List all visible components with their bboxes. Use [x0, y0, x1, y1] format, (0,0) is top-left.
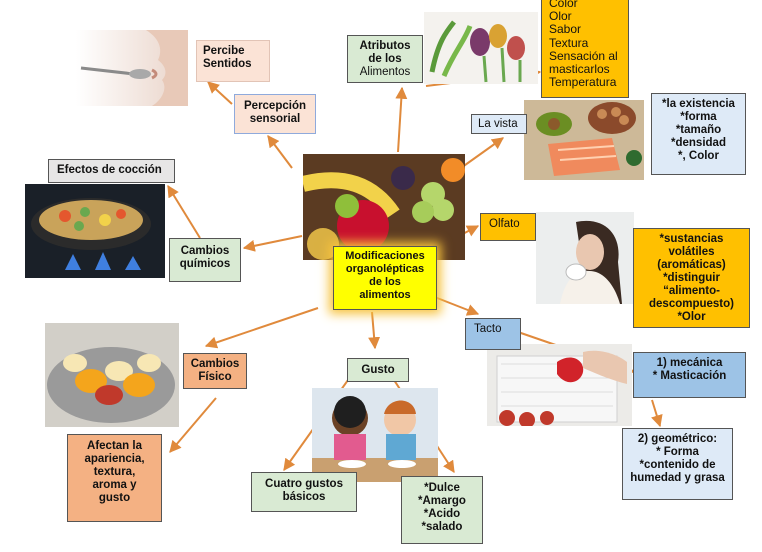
- central-node: Modificaciones organolépticas de los ali…: [333, 246, 437, 310]
- vista-existencia: *la existencia: [662, 98, 735, 110]
- olfato-alimento: “alimento-: [663, 285, 720, 297]
- fruits-center-image: [303, 154, 465, 260]
- salmon-avocado-image: [524, 100, 644, 180]
- sabor-acido: *Acido: [423, 508, 461, 520]
- sabor-dulce: *Dulce: [424, 482, 460, 494]
- afectan-line-4: aroma y: [92, 479, 137, 491]
- fruit-bowl-image: [45, 323, 179, 427]
- cambios-quimicos-line-1: Cambios: [180, 245, 230, 257]
- olfato-aromaticas: (aromáticas): [657, 259, 726, 271]
- central-line-4: alimentos: [359, 289, 411, 301]
- geometrico-box: 2) geométrico: * Forma *contenido de hum…: [622, 428, 733, 500]
- atributos-line-1: Atributos: [359, 40, 411, 52]
- olfato-distinguir: *distinguir: [663, 272, 720, 284]
- arrow-to-tacto: [431, 295, 480, 316]
- person-tasting-spoon-image: [76, 30, 188, 106]
- arrow-to-percibe: [207, 81, 233, 105]
- afectan-line-1: Afectan la: [87, 440, 142, 452]
- cuatro-gustos-box: Cuatro gustos básicos: [251, 472, 357, 512]
- arrow-to-cambios-fisico: [204, 307, 319, 349]
- cambios-fisico-box: Cambios Físico: [183, 353, 247, 389]
- percepcion-sensorial-box: Percepción sensorial: [234, 94, 316, 134]
- central-line-1: Modificaciones: [345, 250, 425, 262]
- la-vista-label: La vista: [478, 118, 518, 130]
- sabores-box: *Dulce *Amargo *Acido *salado: [401, 476, 483, 544]
- olfato-descompuesto: descompuesto): [649, 298, 734, 310]
- atributos-line-2: de los: [368, 53, 402, 65]
- vista-densidad: *densidad: [671, 137, 726, 149]
- cambios-fisico-line-2: Físico: [198, 371, 232, 383]
- cooking-pan-image: [25, 184, 165, 278]
- atributo-sensacion: Sensación al: [549, 48, 618, 63]
- afectan-line-3: textura,: [93, 466, 136, 478]
- vista-tamano: *tamaño: [675, 124, 722, 136]
- vista-color: *, Color: [678, 150, 719, 162]
- vegetables-image: [424, 12, 538, 84]
- vista-list-box: *la existencia *forma *tamaño *densidad …: [651, 93, 746, 175]
- cuatro-gustos-line-1: Cuatro gustos: [265, 478, 343, 490]
- percepcion-line-1: Percepción: [244, 100, 306, 112]
- olfato-label: Olfato: [489, 218, 520, 230]
- afectan-line-5: gusto: [98, 492, 131, 504]
- central-line-3: de los: [369, 276, 401, 288]
- gusto-box: Gusto: [347, 358, 409, 382]
- efectos-coccion-box: Efectos de cocción: [48, 159, 175, 183]
- olfato-list-box: *sustancias volátiles (aromáticas) *dist…: [633, 228, 750, 328]
- sabor-salado: *salado: [421, 521, 463, 533]
- sabor-amargo: *Amargo: [418, 495, 466, 507]
- atributos-list-box: Color Olor Sabor Textura Sensación al ma…: [541, 0, 629, 98]
- percibe-line-2: Sentidos: [203, 58, 252, 70]
- central-line-2: organolépticas: [345, 263, 425, 275]
- woman-smelling-image: [536, 212, 634, 304]
- mecanica-line-1: 1) mecánica: [656, 357, 723, 369]
- geometrico-line-3: *contenido de: [639, 459, 716, 471]
- arrow-to-geometrico: [651, 399, 663, 428]
- percepcion-line-2: sensorial: [249, 113, 301, 125]
- cambios-fisico-line-1: Cambios: [190, 358, 240, 370]
- gusto-label: Gusto: [361, 364, 395, 376]
- arrow-to-cambios-quimicos: [242, 235, 303, 252]
- la-vista-box: La vista: [471, 114, 527, 134]
- arrow-to-gusto: [368, 311, 381, 350]
- atributo-sabor: Sabor: [549, 22, 582, 37]
- atributo-olor: Olor: [549, 9, 572, 24]
- tacto-label: Tacto: [474, 323, 502, 335]
- cuatro-gustos-line-2: básicos: [282, 491, 326, 503]
- geometrico-line-2: * Forma: [656, 446, 699, 458]
- afectan-box: Afectan la apariencia, textura, aroma y …: [67, 434, 162, 522]
- atributo-masticarlos: masticarlos: [549, 62, 610, 77]
- atributos-line-3: Alimentos: [359, 66, 411, 78]
- arrow-to-percepcion: [267, 135, 293, 169]
- atributo-textura: Textura: [549, 35, 589, 50]
- tacto-box: Tacto: [465, 318, 521, 350]
- mecanica-line-2: * Masticación: [652, 370, 727, 382]
- percibe-line-1: Percibe: [203, 45, 245, 57]
- afectan-line-2: apariencia,: [84, 453, 145, 465]
- children-eating-image: [312, 388, 438, 482]
- arrow-to-atributos: [395, 86, 408, 153]
- olfato-sustancias: *sustancias: [659, 233, 724, 245]
- olfato-box: Olfato: [480, 213, 536, 241]
- vista-forma: *forma: [680, 111, 717, 123]
- atributo-color: Color: [549, 0, 578, 10]
- mecanica-box: 1) mecánica * Masticación: [633, 352, 746, 398]
- percibe-sentidos-box: Percibe Sentidos: [196, 40, 270, 82]
- atributo-temperatura: Temperatura: [549, 75, 617, 90]
- geometrico-line-1: 2) geométrico:: [637, 433, 718, 445]
- olfato-volatiles: volátiles: [668, 246, 715, 258]
- strawberries-hand-image: [487, 344, 632, 426]
- efectos-coccion-label: Efectos de cocción: [57, 164, 162, 176]
- geometrico-line-4: humedad y grasa: [630, 472, 725, 484]
- atributos-box: Atributos de los Alimentos: [347, 35, 423, 83]
- arrow-to-afectan: [169, 397, 217, 453]
- cambios-quimicos-box: Cambios químicos: [169, 238, 241, 282]
- cambios-quimicos-line-2: químicos: [179, 258, 231, 270]
- olfato-olor: *Olor: [677, 311, 706, 323]
- arrow-to-efectos: [167, 184, 201, 239]
